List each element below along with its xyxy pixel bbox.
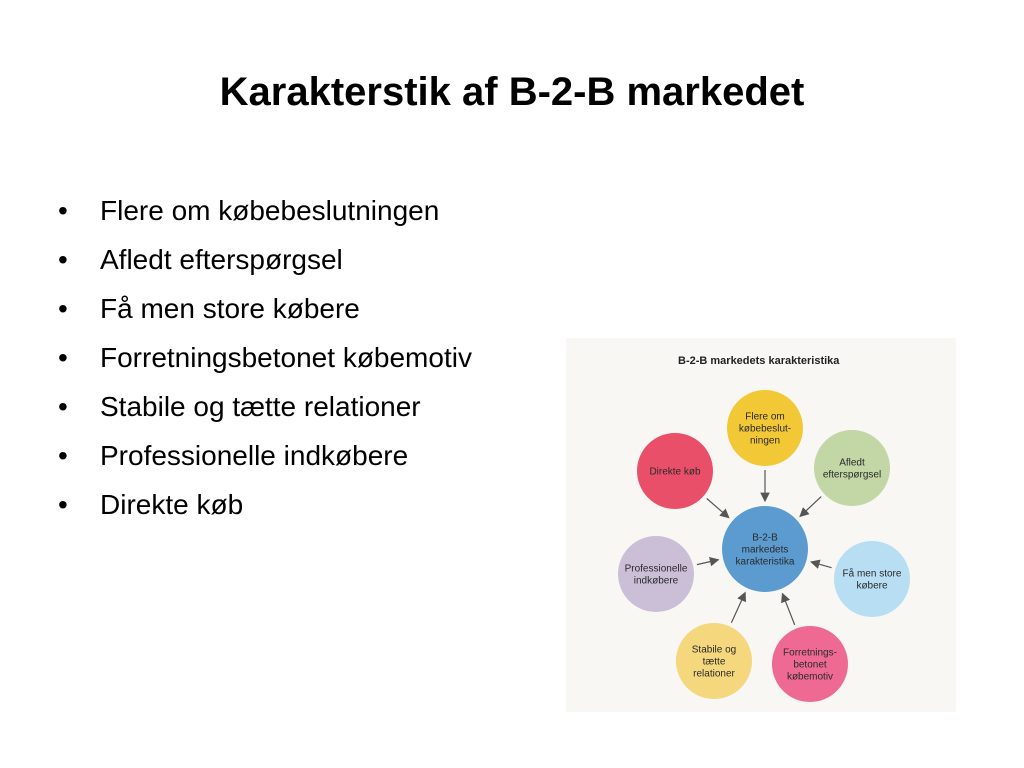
bullet-marker: • — [58, 342, 68, 373]
diagram-node-circle — [637, 433, 713, 509]
diagram-node-circle — [814, 430, 890, 506]
diagram-node-label: relationer — [693, 669, 735, 680]
bullet-item: • Få men store købere — [58, 284, 472, 333]
diagram-node-circle — [676, 623, 752, 699]
bullet-text: Stabile og tætte relationer — [100, 391, 421, 422]
diagram-node-circle — [772, 626, 848, 702]
diagram-node-label: Forretnings- — [783, 648, 837, 659]
diagram-node-label: Professionelle — [625, 564, 688, 575]
bullet-text: Professionelle indkøbere — [100, 440, 409, 471]
diagram-node-label: købebeslut- — [739, 424, 791, 435]
diagram-node-label: ningen — [750, 436, 780, 447]
diagram-arrow — [696, 556, 720, 567]
bullet-marker: • — [58, 440, 68, 471]
bullet-item: • Flere om købebeslutningen — [58, 186, 472, 235]
diagram-arrow — [781, 592, 796, 626]
bullet-text: Forretningsbetonet købemotiv — [100, 342, 472, 373]
bullet-item: • Stabile og tætte relationer — [58, 382, 472, 431]
diagram-arrows — [696, 470, 832, 626]
diagram-arrow — [810, 559, 832, 569]
bullet-text: Direkte køb — [100, 489, 244, 520]
diagram-arrow — [799, 496, 822, 518]
bullet-item: • Forretningsbetonet købemotiv — [58, 333, 472, 382]
diagram-node-label: indkøbere — [634, 576, 679, 587]
diagram-node-circle — [834, 541, 910, 617]
diagram-node-label: købere — [856, 581, 888, 592]
diagram-node-circle — [722, 506, 808, 592]
bullet-item: • Afledt efterspørgsel — [58, 235, 472, 284]
diagram-node-label: efterspørgsel — [823, 470, 881, 481]
bullet-item: • Professionelle indkøbere — [58, 431, 472, 480]
slide-title: Karakterstik af B-2-B markedet — [219, 70, 805, 114]
diagram-node-label: Stabile og — [692, 645, 736, 656]
diagram-node-label: Få men store — [843, 568, 902, 580]
diagram-node-label: tætte — [703, 657, 726, 668]
diagram-node-label: markedets — [742, 545, 789, 556]
bullet-list: • Flere om købebeslutningen • Afledt efter… — [58, 186, 472, 529]
diagram-node-label: B-2-B — [752, 533, 778, 544]
diagram-node-label: betonet — [793, 660, 827, 671]
diagram-node-circle — [727, 390, 803, 466]
bullet-item: • Direkte køb — [58, 480, 472, 529]
bullet-marker: • — [58, 391, 68, 422]
bullet-text: Afledt efterspørgsel — [100, 244, 343, 275]
diagram-arrow — [730, 591, 746, 624]
diagram-node-label: købemotiv — [787, 672, 833, 683]
diagram-node-circle — [618, 536, 694, 612]
bullet-marker: • — [58, 293, 68, 324]
diagram-node-label: Flere om — [745, 412, 784, 423]
diagram-node-label: Afledt — [839, 458, 865, 469]
diagram-node-label: Direkte køb — [649, 467, 701, 478]
bullet-marker: • — [58, 489, 68, 520]
diagram-arrow — [706, 498, 730, 519]
bullet-marker: • — [58, 195, 68, 226]
bullet-marker: • — [58, 244, 68, 275]
b2b-diagram: B-2-B markedets karakteristika B-2-Bmark… — [618, 355, 910, 702]
diagram-title: B-2-B markedets karakteristika — [678, 355, 840, 367]
bullet-text: Få men store købere — [100, 293, 360, 324]
bullet-text: Flere om købebeslutningen — [100, 195, 440, 226]
diagram-node-label: karakteristika — [736, 557, 795, 568]
diagram-node-direkte: Direkte køb — [637, 433, 713, 509]
